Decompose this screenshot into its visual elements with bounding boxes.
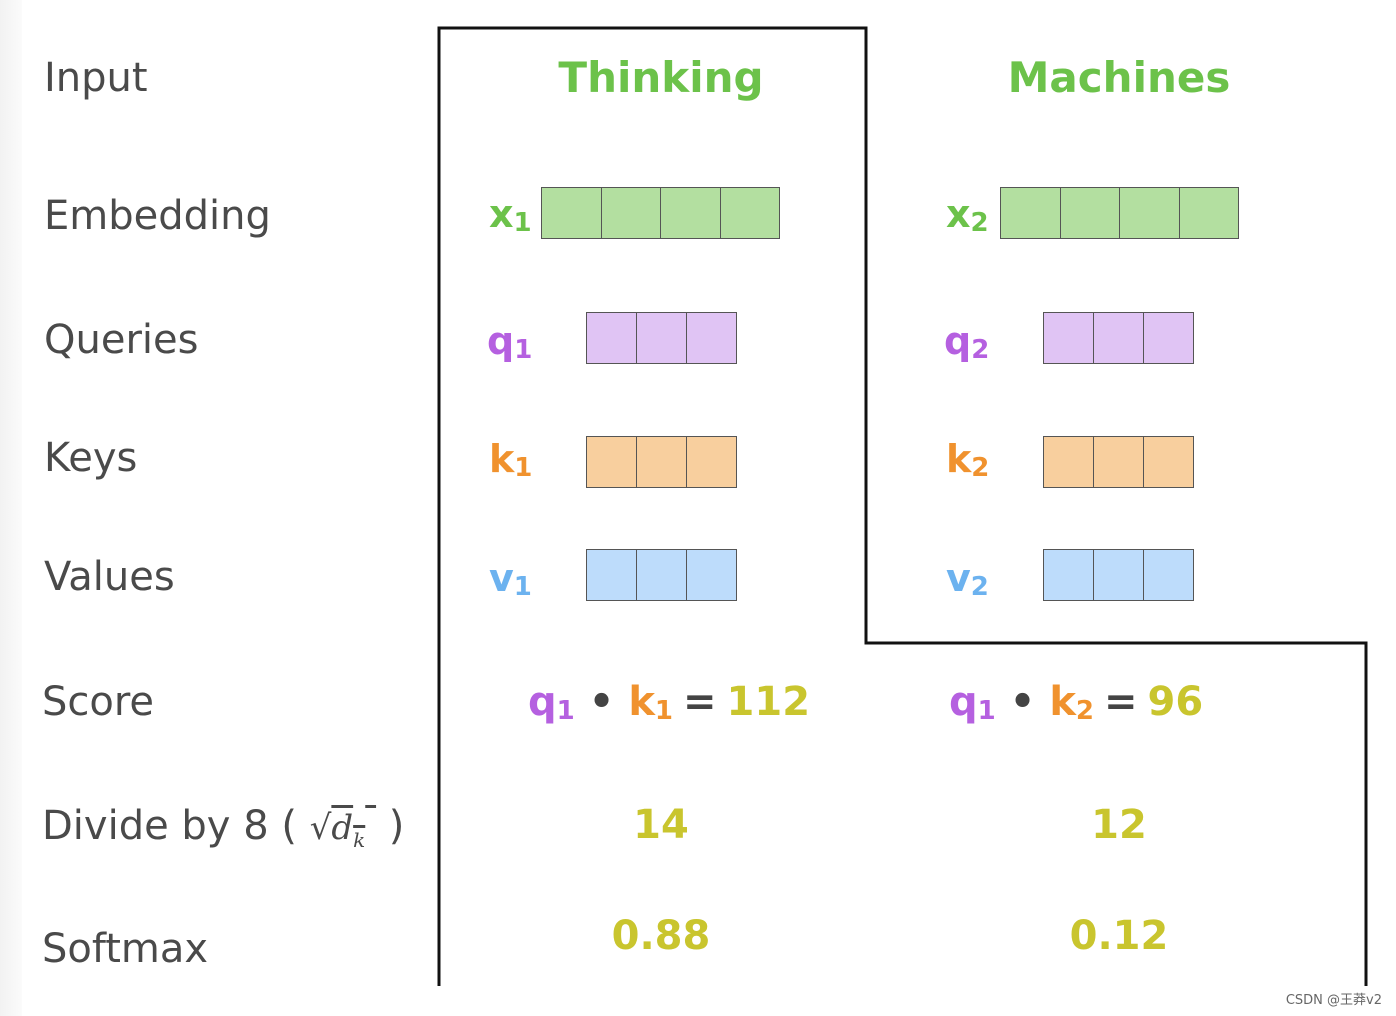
value-cell: [687, 550, 736, 600]
word-thinking: Thinking: [558, 53, 764, 102]
value-vector-v1: [586, 549, 737, 601]
embedding-vector-x2: [1000, 187, 1239, 239]
embedding-cell: [1120, 188, 1180, 238]
sqrt-dk-formula: √dk: [309, 808, 376, 852]
label-q1: q1: [487, 319, 533, 365]
query-cell: [687, 313, 736, 363]
value-cell: [1144, 550, 1193, 600]
key-cell: [1044, 437, 1094, 487]
embedding-cell: [602, 188, 661, 238]
word-machines: Machines: [1007, 53, 1231, 102]
query-vector-q2: [1043, 312, 1194, 364]
query-cell: [1044, 313, 1094, 363]
query-vector-q1: [586, 312, 737, 364]
dot-operator: •: [588, 679, 615, 725]
row-label-values: Values: [44, 554, 175, 600]
key-cell: [637, 437, 687, 487]
key-vector-k2: [1043, 436, 1194, 488]
equals-sign: =: [1104, 679, 1138, 725]
score-equation-1: q1 • k1=112: [528, 677, 810, 736]
score-k: k2: [1049, 679, 1095, 726]
divided-score-1: 14: [633, 802, 689, 848]
label-x2: x2: [946, 192, 989, 238]
key-cell: [687, 437, 736, 487]
divided-score-2: 12: [1091, 802, 1147, 848]
score-q: q1: [528, 679, 575, 726]
key-vector-k1: [586, 436, 737, 488]
dot-operator: •: [1009, 679, 1036, 725]
divide-close: ): [388, 803, 405, 849]
score-k: k1: [628, 679, 674, 726]
value-cell: [637, 550, 687, 600]
left-page-edge: [0, 0, 22, 1016]
row-label-input: Input: [44, 55, 148, 101]
row-label-softmax: Softmax: [42, 926, 209, 972]
score-equation-2: q1 • k2=96: [949, 677, 1203, 736]
query-cell: [1144, 313, 1193, 363]
embedding-cell: [1180, 188, 1239, 238]
row-label-embedding: Embedding: [44, 193, 271, 239]
query-cell: [587, 313, 637, 363]
embedding-cell: [1001, 188, 1061, 238]
query-cell: [637, 313, 687, 363]
key-cell: [1094, 437, 1144, 487]
divide-text: Divide by 8 (: [42, 803, 297, 849]
radicand-sub: k: [353, 827, 366, 852]
embedding-cell: [1061, 188, 1120, 238]
value-cell: [1094, 550, 1144, 600]
embedding-cell: [661, 188, 721, 238]
row-label-score: Score: [42, 679, 155, 725]
softmax-value-2: 0.12: [1069, 913, 1169, 959]
score-value: 112: [726, 679, 811, 725]
label-q2: q2: [944, 319, 990, 365]
value-cell: [1044, 550, 1094, 600]
key-cell: [1144, 437, 1193, 487]
row-label-keys: Keys: [44, 435, 138, 481]
label-x1: x1: [489, 192, 532, 238]
score-value: 96: [1147, 679, 1204, 725]
radicand: dk: [331, 808, 376, 852]
label-k2: k2: [946, 437, 990, 483]
value-cell: [587, 550, 637, 600]
label-v1: v1: [489, 556, 532, 602]
value-vector-v2: [1043, 549, 1194, 601]
query-cell: [1094, 313, 1144, 363]
key-cell: [587, 437, 637, 487]
radicand-d: d: [331, 808, 354, 848]
score-q: q1: [949, 679, 996, 726]
softmax-value-1: 0.88: [611, 913, 711, 959]
equals-sign: =: [683, 679, 717, 725]
embedding-cell: [542, 188, 602, 238]
row-label-queries: Queries: [44, 317, 199, 363]
label-v2: v2: [946, 556, 989, 602]
embedding-cell: [721, 188, 780, 238]
radical-sign: √: [309, 808, 332, 848]
row-label-divide: Divide by 8 ( √dk ): [42, 802, 404, 864]
watermark: CSDN @王莽v2: [1285, 993, 1382, 1008]
embedding-vector-x1: [541, 187, 780, 239]
label-k1: k1: [489, 437, 533, 483]
